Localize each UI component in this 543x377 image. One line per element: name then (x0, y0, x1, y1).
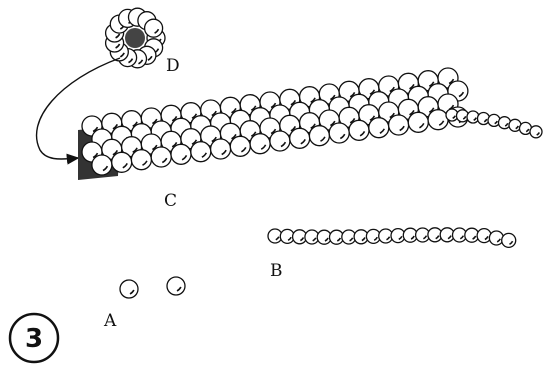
tube-subunit (92, 155, 112, 175)
label-c: C (164, 191, 177, 211)
protofilament-b (268, 228, 516, 248)
free-subunit (167, 277, 185, 295)
tube-subunit (230, 136, 250, 156)
protofilament-subunit (502, 233, 516, 247)
tube-subunit (428, 110, 448, 130)
tube-subunit (211, 139, 231, 159)
ring-lumen (125, 28, 145, 48)
tube-subunit (151, 147, 171, 167)
protofilament-subunit (489, 231, 503, 245)
free-subunit (120, 280, 138, 298)
tail-subunit (530, 126, 542, 138)
tube-subunit (349, 120, 369, 140)
tube-subunit (131, 150, 151, 170)
tube-subunit (191, 142, 211, 162)
ring-subunit (145, 19, 163, 37)
tube-subunit (389, 115, 409, 135)
label-b: B (270, 261, 283, 281)
label-d: D (166, 56, 180, 76)
tube-subunit (329, 123, 349, 143)
tube-subunit (250, 134, 270, 154)
figure-number: 3 (25, 324, 43, 354)
label-a: A (103, 311, 117, 331)
tube-subunit (270, 131, 290, 151)
subunits-a (120, 277, 185, 298)
tube-subunit (369, 118, 389, 138)
cross-section-d (106, 8, 165, 68)
tube-subunit (112, 152, 132, 172)
tube-subunit (290, 128, 310, 148)
figure-number-badge: 3 (10, 314, 58, 362)
assembled-tube-c (78, 68, 468, 180)
protofilament-subunit (477, 229, 491, 243)
tube-subunit (408, 112, 428, 132)
tube-subunit (309, 126, 329, 146)
tube-subunit (171, 144, 191, 164)
